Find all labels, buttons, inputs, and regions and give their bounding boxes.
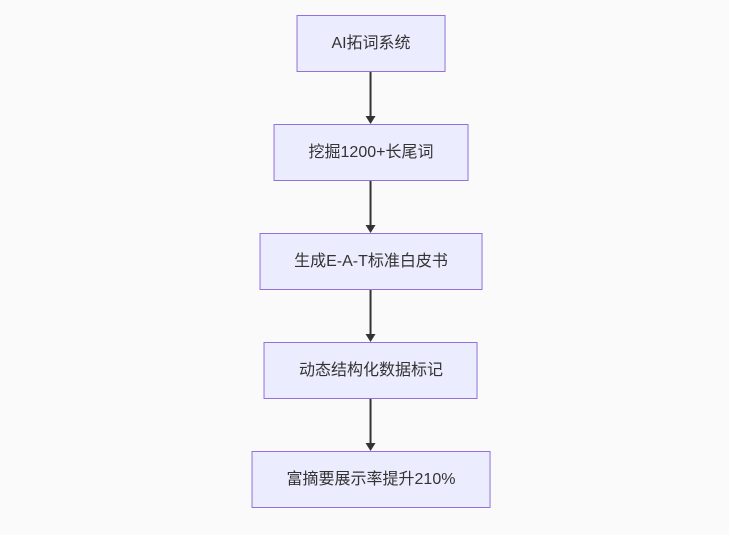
node-label: 富摘要展示率提升210% bbox=[286, 470, 456, 488]
flowchart-node-rich-snippet-result: 富摘要展示率提升210% bbox=[251, 451, 491, 508]
arrow-connector bbox=[366, 290, 376, 342]
arrow-connector bbox=[366, 399, 376, 451]
arrow-line bbox=[370, 290, 372, 334]
node-label: AI拓词系统 bbox=[331, 34, 411, 52]
arrow-line bbox=[370, 72, 372, 116]
arrow-line bbox=[370, 181, 372, 225]
flowchart-node-eat-whitepaper: 生成E-A-T标准白皮书 bbox=[259, 233, 483, 290]
arrow-down-icon bbox=[366, 443, 376, 451]
flowchart: AI拓词系统 挖掘1200+长尾词 生成E-A-T标准白皮书 动态结构化数据标记 bbox=[251, 15, 491, 508]
arrow-down-icon bbox=[366, 334, 376, 342]
node-label: 动态结构化数据标记 bbox=[298, 361, 443, 379]
arrow-line bbox=[370, 399, 372, 443]
arrow-down-icon bbox=[366, 225, 376, 233]
node-label: 生成E-A-T标准白皮书 bbox=[294, 252, 448, 270]
arrow-connector bbox=[366, 72, 376, 124]
arrow-down-icon bbox=[366, 116, 376, 124]
arrow-connector bbox=[366, 181, 376, 233]
node-label: 挖掘1200+长尾词 bbox=[308, 143, 434, 161]
flowchart-node-structured-data: 动态结构化数据标记 bbox=[263, 342, 478, 399]
flowchart-node-ai-system: AI拓词系统 bbox=[296, 15, 446, 72]
flowchart-node-longtail-mining: 挖掘1200+长尾词 bbox=[273, 124, 469, 181]
